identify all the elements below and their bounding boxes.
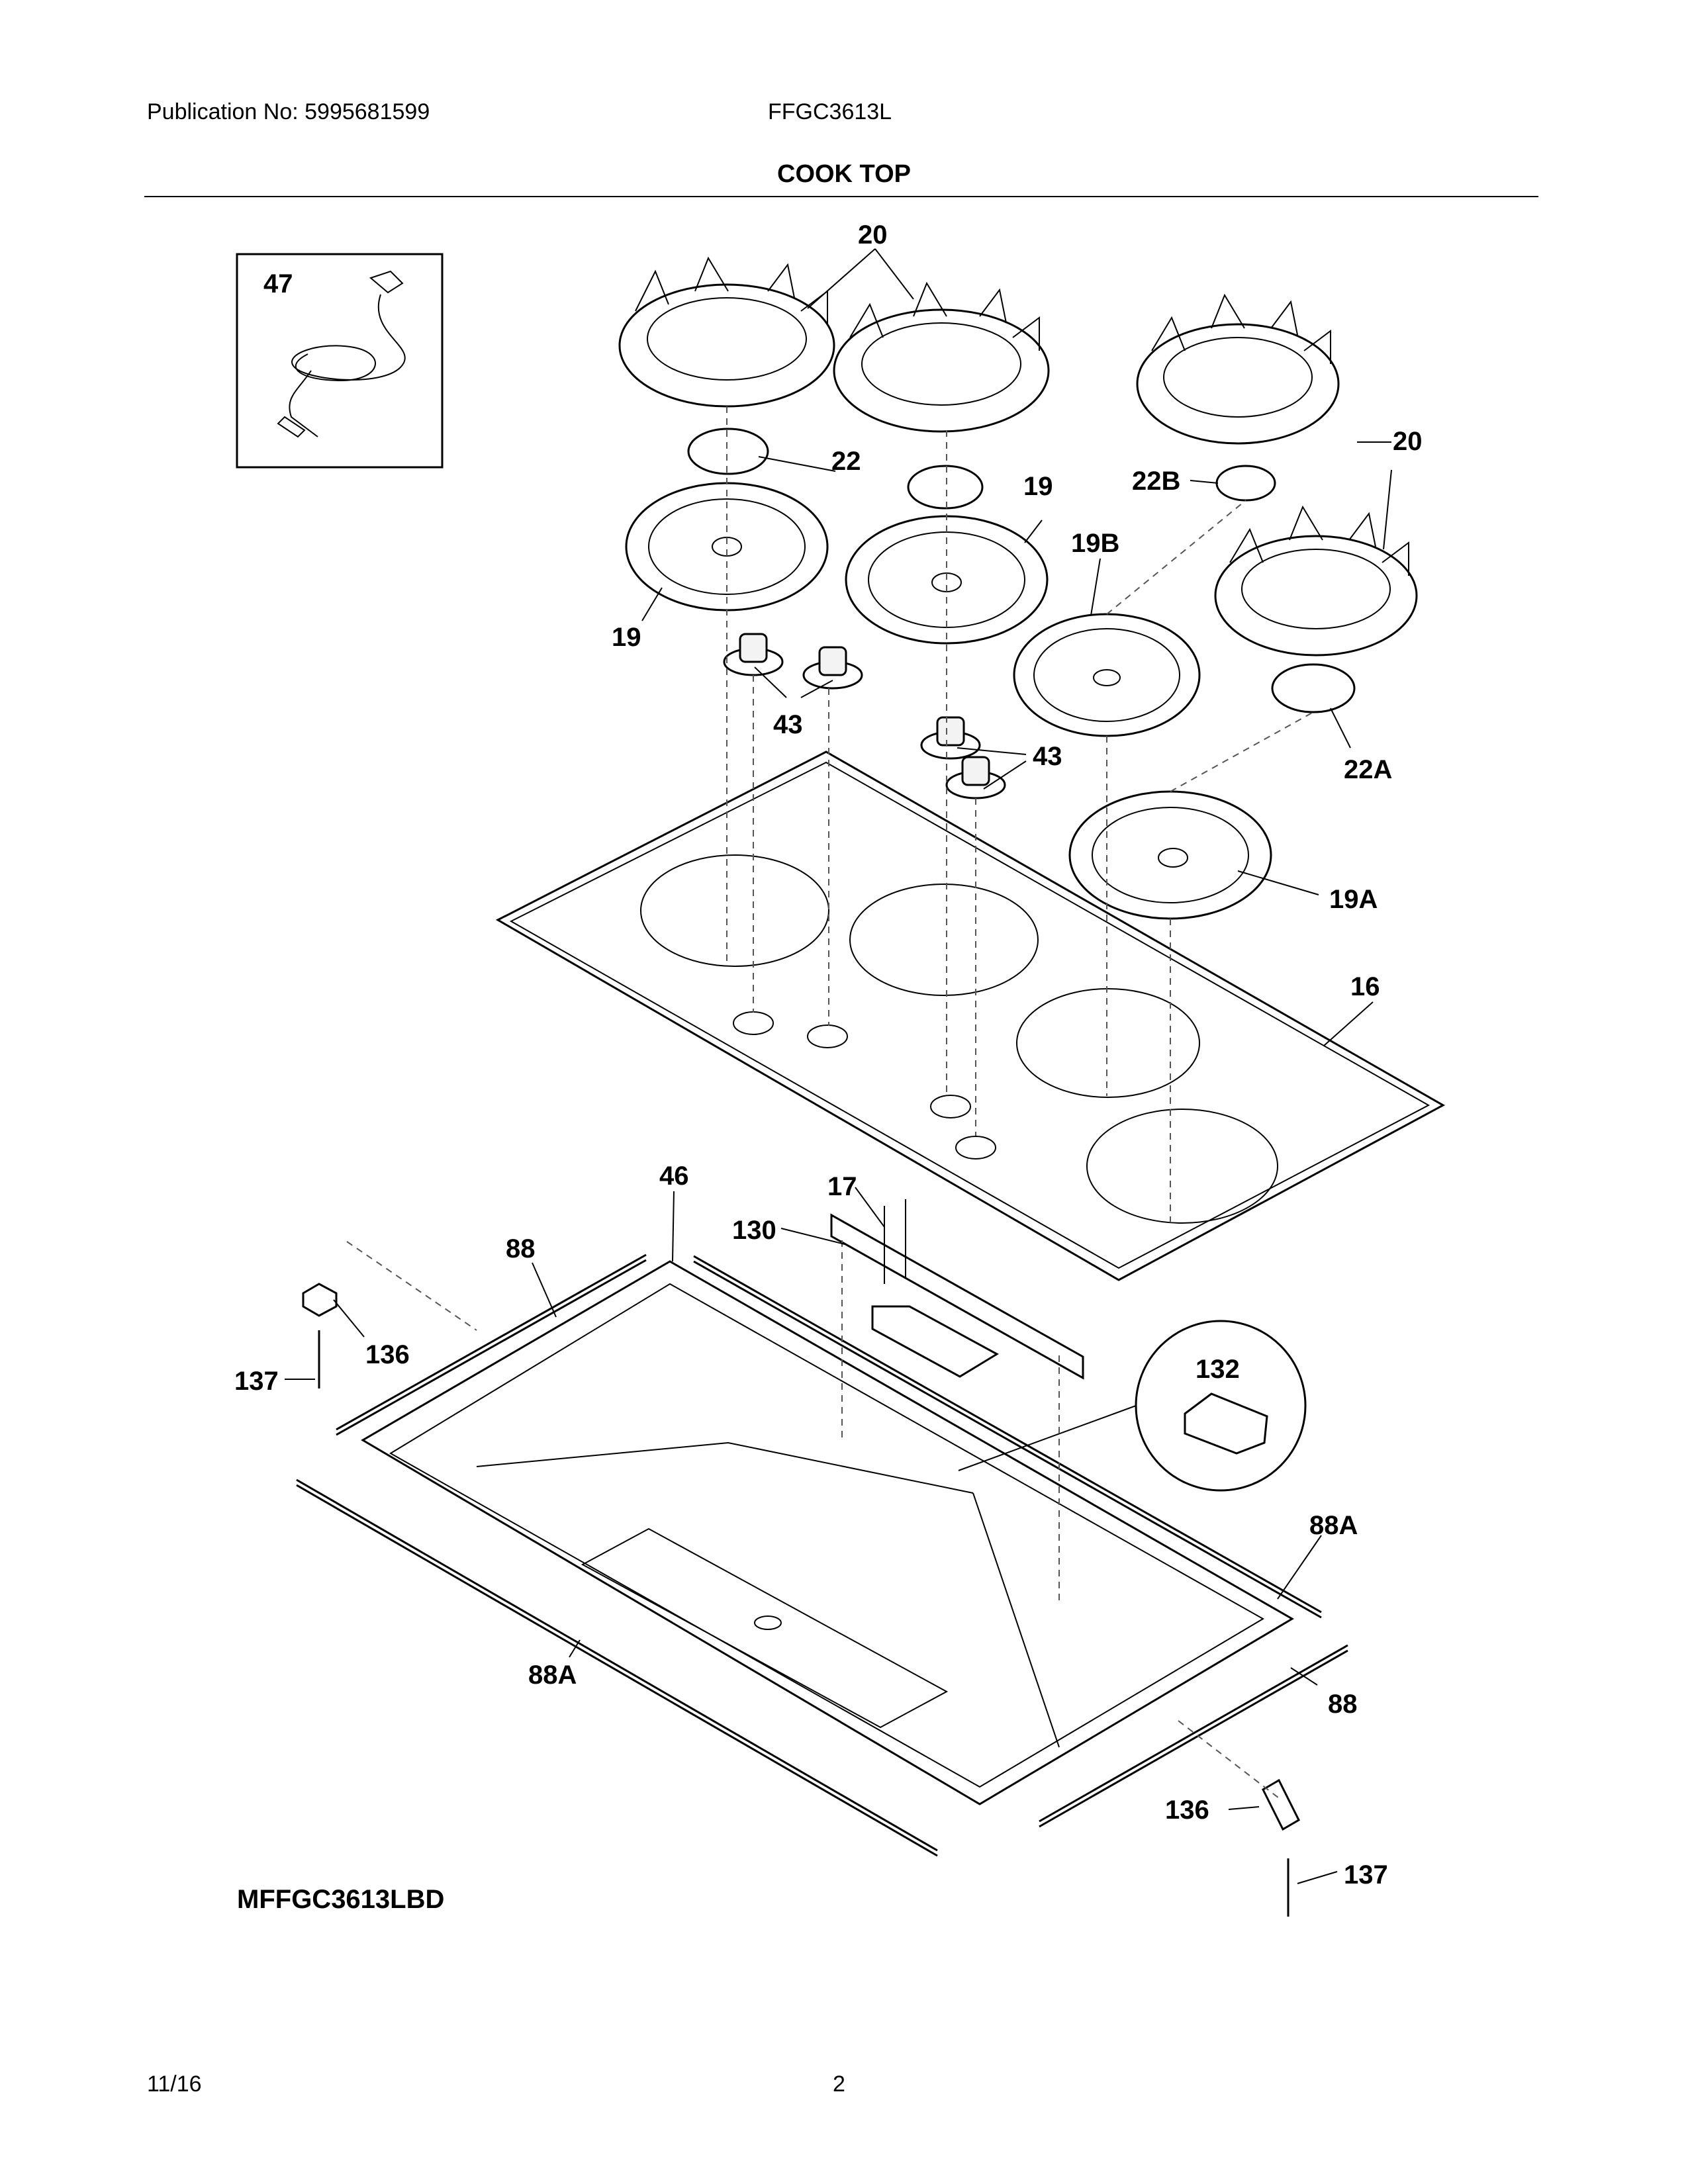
burner-grates xyxy=(618,256,1418,657)
publication-date: 11/16 xyxy=(147,2071,202,2097)
callout-132: 132 xyxy=(1196,1355,1240,1384)
callout-19b: 19B xyxy=(1071,529,1119,558)
callout-22a: 22A xyxy=(1344,755,1392,784)
callout-47: 47 xyxy=(263,269,293,298)
burner-caps xyxy=(687,428,1356,713)
section-title: COOK TOP xyxy=(777,160,911,188)
callout-22b: 22B xyxy=(1132,467,1180,496)
callout-17: 17 xyxy=(827,1172,857,1201)
grommet-icon xyxy=(1184,1392,1268,1455)
callout-88-top: 88 xyxy=(506,1234,536,1263)
callout-46: 46 xyxy=(659,1161,689,1191)
control-knobs xyxy=(723,633,1006,799)
callout-19a: 19A xyxy=(1329,885,1378,914)
callout-88a-right: 88A xyxy=(1309,1511,1358,1540)
grommet-detail xyxy=(958,1320,1307,1492)
leader-lines xyxy=(285,248,1392,1884)
callout-136-left: 136 xyxy=(365,1340,410,1369)
callout-43-right: 43 xyxy=(1033,742,1062,771)
page-number: 2 xyxy=(833,2071,845,2097)
grate-2 xyxy=(833,281,1050,433)
callout-16: 16 xyxy=(1350,972,1380,1001)
power-cord-inset: 47 xyxy=(236,253,444,469)
callout-88-bottom: 88 xyxy=(1328,1690,1358,1719)
callout-labels: 20 22 20 22B 19 19B 19 43 43 22A 19A 16 … xyxy=(234,220,1423,1889)
burner-heads xyxy=(625,482,1272,920)
callout-20-right: 20 xyxy=(1393,427,1423,456)
callout-88a-left: 88A xyxy=(528,1661,577,1690)
callout-22: 22 xyxy=(831,447,861,476)
main-top xyxy=(495,751,1446,1281)
grate-1 xyxy=(618,256,835,408)
callout-43-left: 43 xyxy=(773,710,803,739)
power-cord-icon xyxy=(277,270,406,438)
callout-136-right: 136 xyxy=(1165,1796,1209,1825)
publication-number: Publication No: 5995681599 xyxy=(147,99,430,124)
callout-130: 130 xyxy=(732,1216,776,1245)
manifold-bracket xyxy=(830,1199,1084,1380)
grate-4 xyxy=(1214,505,1418,657)
gasket-strips xyxy=(296,1253,1348,1857)
hold-down-brackets xyxy=(302,1283,1300,1917)
callout-20-top: 20 xyxy=(858,220,888,250)
grate-3 xyxy=(1136,293,1340,445)
callout-137-left: 137 xyxy=(234,1367,279,1396)
burner-box xyxy=(361,1260,1294,1805)
model-number: FFGC3613L xyxy=(768,99,892,124)
callout-137-right: 137 xyxy=(1344,1860,1388,1889)
alignment-lines xyxy=(346,406,1314,1801)
callout-19-left: 19 xyxy=(612,623,641,652)
header-rule xyxy=(144,196,1538,197)
diagram-id: MFFGC3613LBD xyxy=(237,1885,445,1914)
callout-19-right: 19 xyxy=(1023,472,1053,501)
